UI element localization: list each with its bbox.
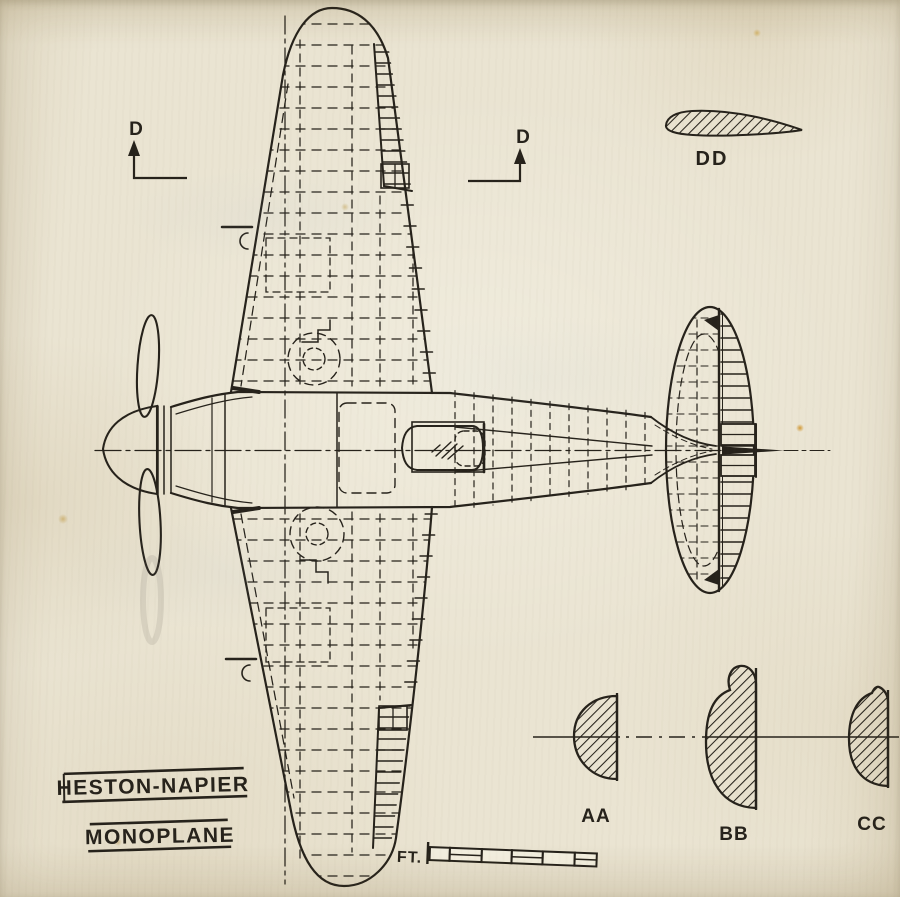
title-block: HESTON-NAPIER MONOPLANE — [56, 766, 250, 853]
wing-outline — [229, 6, 434, 888]
scale-bar: FT. — [397, 841, 598, 868]
cut-marker-left-label: D — [129, 119, 143, 140]
trailing-edge-rib-ticks — [400, 204, 438, 683]
aircraft-name: HESTON-NAPIER — [56, 773, 249, 800]
section-aa-label: AA — [581, 806, 610, 827]
stabilizer-rib-lines — [666, 317, 719, 575]
leading-edge-fittings — [220, 225, 258, 682]
section-bb-label: BB — [719, 824, 748, 845]
fuselage-sections: AA BB CC — [533, 664, 899, 845]
wing-airfoil-section-dd: DD — [665, 109, 803, 170]
propeller — [101, 314, 172, 645]
hinge-bracket-bottom — [704, 569, 719, 585]
spinner — [101, 404, 159, 496]
arrow-up-icon — [514, 148, 526, 164]
scale-unit-label: FT. — [397, 849, 423, 867]
section-cc-label: CC — [857, 814, 886, 835]
propeller-blade-lower — [138, 468, 162, 576]
arrow-up-icon — [128, 140, 140, 156]
hinge-bracket-top — [704, 315, 719, 331]
wing-bay-outlines — [265, 237, 331, 663]
cockpit-canopy — [400, 421, 486, 474]
exhaust-stub-bottom — [231, 506, 261, 514]
aileron-top — [373, 43, 413, 192]
section-dd-label: DD — [696, 148, 729, 170]
section-cut-marker-right: D — [468, 127, 530, 183]
propeller-blade-upper — [135, 314, 161, 418]
tailplane — [650, 305, 831, 595]
exhaust-stub-top — [231, 386, 261, 394]
aircraft-type: MONOPLANE — [85, 824, 235, 850]
wing-spar-lines — [240, 15, 414, 885]
section-cut-marker-left: D — [128, 119, 187, 180]
propeller-blade-ghost — [140, 555, 164, 645]
cut-marker-right-label: D — [516, 127, 530, 148]
aircraft-plan-view — [94, 6, 831, 888]
aileron-bottom — [372, 704, 412, 849]
